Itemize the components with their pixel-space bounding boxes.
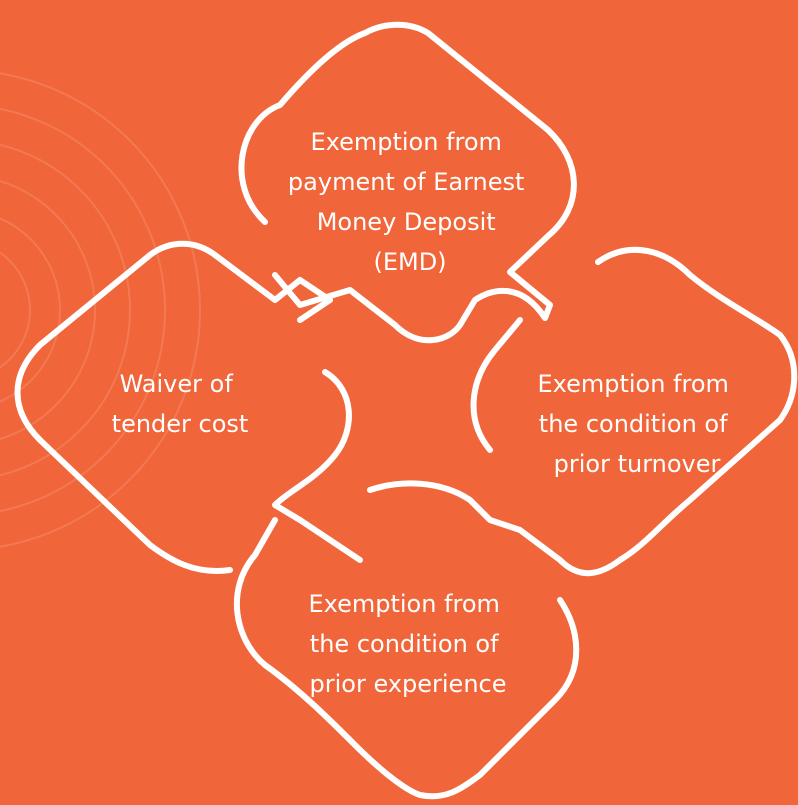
label-bottom-line-1: Exemption from [308,590,499,618]
label-top-line-1: Exemption from [310,128,501,156]
label-right-line-3: prior turnover [554,450,721,478]
diamond-bottom-inner-join [297,517,363,563]
label-top-line-3: Money Deposit [317,208,496,236]
diamond-bottom-outline [233,517,580,800]
diamond-labels: Exemption from payment of Earnest Money … [112,128,736,698]
label-right-line-2: the condition of [539,410,728,438]
label-right: Exemption from the condition of prior tu… [537,370,736,478]
label-bottom: Exemption from the condition of prior ex… [308,590,507,698]
label-right-line-1: Exemption from [537,370,728,398]
label-bottom-line-2: the condition of [310,630,499,658]
mandala-decoration [0,72,201,548]
diamond-right-outline [367,246,798,577]
diamond-left-outline [14,240,333,574]
diamond-right-left-edge [470,317,523,453]
diamond-left-right-edge [272,369,352,523]
diamond-top-outline [238,21,577,344]
diamond-outlines [14,21,798,800]
label-bottom-line-3: prior experience [310,670,507,698]
label-top-line-4: (EMD) [373,248,446,276]
label-left-line-2: tender cost [112,410,249,438]
label-left-line-1: Waiver of [120,370,234,398]
label-left: Waiver of tender cost [112,370,249,438]
label-top: Exemption from payment of Earnest Money … [288,128,532,276]
label-top-line-2: payment of Earnest [288,168,525,196]
